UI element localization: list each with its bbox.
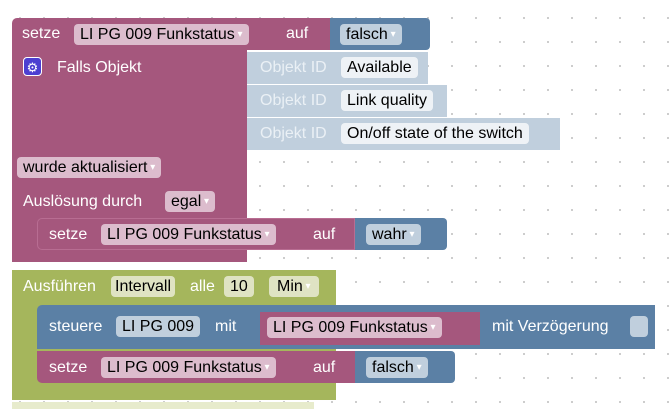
variable-dropdown[interactable]: LI PG 009 Funkstatus (267, 317, 442, 338)
variable-dropdown[interactable]: LI PG 009 Funkstatus (101, 357, 276, 378)
every-label: alle (190, 278, 215, 295)
object-id-field[interactable]: Link quality (341, 90, 434, 111)
boolean-dropdown[interactable]: falsch (366, 357, 428, 378)
with-label: mit (215, 318, 237, 335)
object-id-label: Objekt ID (260, 59, 327, 76)
set-label: setze (49, 226, 88, 243)
to-label: auf (286, 25, 309, 42)
to-label: auf (313, 226, 336, 243)
device-field[interactable]: LI PG 009 (116, 316, 201, 337)
object-id-field[interactable]: On/off state of the switch (341, 123, 529, 144)
object-id-field[interactable]: Available (341, 57, 418, 78)
interval-input[interactable]: 10 (224, 276, 254, 297)
mode-field[interactable]: Intervall (111, 276, 176, 297)
trigger-by-dropdown[interactable]: egal (165, 191, 216, 212)
condition-dropdown[interactable]: wurde aktualisiert (17, 157, 162, 178)
trigger-label: Falls Objekt (57, 59, 142, 76)
trigger-by-label: Auslösung durch (23, 193, 143, 210)
set-label: setze (22, 25, 61, 42)
schedule-label: Ausführen (23, 278, 96, 295)
boolean-dropdown[interactable]: wahr (366, 224, 421, 245)
unit-dropdown[interactable]: Min (269, 276, 319, 297)
control-label: steuere (49, 318, 103, 335)
variable-dropdown[interactable]: LI PG 009 Funkstatus (74, 24, 249, 45)
delay-checkbox[interactable] (630, 316, 648, 337)
gear-icon[interactable]: ⚙ (23, 57, 42, 76)
to-label: auf (313, 359, 336, 376)
object-id-label: Objekt ID (260, 92, 327, 109)
variable-dropdown[interactable]: LI PG 009 Funkstatus (101, 224, 276, 245)
boolean-dropdown[interactable]: falsch (340, 24, 402, 45)
next-block-edge (12, 402, 314, 409)
delay-label: mit Verzögerung (492, 318, 609, 335)
object-id-label: Objekt ID (260, 125, 327, 142)
set-label: setze (49, 359, 88, 376)
